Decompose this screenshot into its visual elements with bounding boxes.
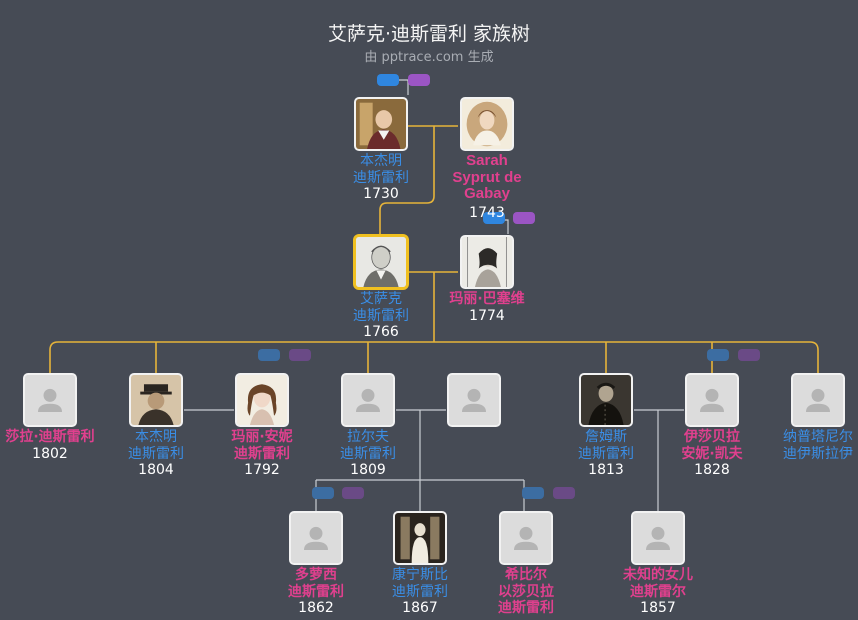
person-name: 迪伊斯拉伊 — [783, 445, 853, 462]
birth-year: 1774 — [469, 307, 505, 324]
birth-year: 1766 — [363, 324, 399, 340]
expand-mother-toggle[interactable] — [553, 487, 575, 499]
birth-year: 1857 — [640, 600, 676, 616]
person-name: 多萝西 — [295, 567, 337, 583]
birth-year: 1730 — [363, 186, 399, 202]
person-name: 拉尔夫 — [347, 429, 389, 445]
birth-year: 1867 — [402, 600, 438, 616]
person-name: 迪斯雷利 — [340, 445, 396, 462]
portrait-icon — [235, 373, 289, 427]
birth-year: 1813 — [588, 462, 624, 478]
person-name: 迪斯雷尔 — [630, 583, 686, 600]
expand-father-toggle[interactable] — [522, 487, 544, 499]
expand-mother-toggle[interactable] — [289, 349, 311, 361]
sibling-bar — [49, 341, 819, 373]
person-name: 玛丽·安妮 — [231, 429, 293, 445]
page-subtitle: 由 pptrace.com 生成 — [364, 50, 494, 65]
expand-mother-toggle[interactable] — [513, 212, 535, 224]
portrait-icon — [354, 235, 408, 289]
portrait-icon — [460, 235, 514, 289]
expand-mother-toggle[interactable] — [342, 487, 364, 499]
person-name: 迪斯雷利 — [498, 600, 554, 616]
person-name: 希比尔 — [505, 567, 547, 583]
person-placeholder-icon — [791, 373, 845, 427]
expand-father-toggle[interactable] — [483, 212, 505, 224]
person-name: 本杰明 — [135, 429, 177, 445]
person-name: 迪斯雷利 — [578, 445, 634, 462]
person-name: 伊莎贝拉 — [684, 429, 740, 445]
person-name: 迪斯雷利 — [353, 307, 409, 324]
marriage-line — [398, 79, 409, 95]
person-name: 安妮·凯夫 — [681, 445, 743, 462]
descent-line — [379, 126, 435, 234]
person-name: 迪斯雷利 — [392, 583, 448, 600]
person-name: 康宁斯比 — [392, 567, 448, 583]
birth-year: 1802 — [32, 445, 68, 462]
person-name: 迪斯雷利 — [128, 445, 184, 462]
expand-mother-toggle[interactable] — [738, 349, 760, 361]
birth-year: 1862 — [298, 600, 334, 616]
person-placeholder-icon — [631, 511, 685, 565]
person-name: 以莎贝拉 — [498, 583, 554, 600]
expand-father-toggle[interactable] — [312, 487, 334, 499]
portrait-icon — [393, 511, 447, 565]
page-title: 艾萨克·迪斯雷利 家族树 — [327, 23, 531, 45]
birth-year: 1809 — [350, 462, 386, 478]
person-placeholder-icon — [499, 511, 553, 565]
birth-year: 1804 — [138, 462, 174, 478]
birth-year: 1828 — [694, 462, 730, 478]
person-name: 迪斯雷利 — [288, 583, 344, 600]
portrait-icon — [129, 373, 183, 427]
birth-year: 1792 — [244, 462, 280, 478]
portrait-icon — [460, 97, 514, 151]
person-name: 迪斯雷利 — [353, 169, 409, 186]
expand-mother-toggle[interactable] — [408, 74, 430, 86]
portrait-icon — [579, 373, 633, 427]
person-name: 詹姆斯 — [585, 429, 627, 445]
person-name: 未知的女儿 — [623, 567, 693, 583]
expand-father-toggle[interactable] — [707, 349, 729, 361]
person-name: Gabay — [464, 185, 510, 202]
expand-father-toggle[interactable] — [258, 349, 280, 361]
person-placeholder-icon — [23, 373, 77, 427]
person-name: 纳普塔尼尔 — [783, 429, 853, 445]
person-name: 玛丽·巴塞维 — [449, 291, 525, 307]
person-name: 本杰明 — [360, 153, 402, 169]
birth-year: 1743 — [469, 205, 505, 221]
person-name: 艾萨克 — [360, 291, 402, 307]
person-placeholder-icon — [289, 511, 343, 565]
person-placeholder-icon — [341, 373, 395, 427]
person-placeholder-icon — [447, 373, 501, 427]
person-name: Sarah — [466, 152, 508, 169]
person-name: 莎拉·迪斯雷利 — [5, 429, 95, 445]
person-placeholder-icon — [685, 373, 739, 427]
person-name: Syprut de — [452, 168, 522, 186]
expand-father-toggle[interactable] — [377, 74, 399, 86]
person-name: 迪斯雷利 — [234, 445, 290, 462]
portrait-icon — [354, 97, 408, 151]
